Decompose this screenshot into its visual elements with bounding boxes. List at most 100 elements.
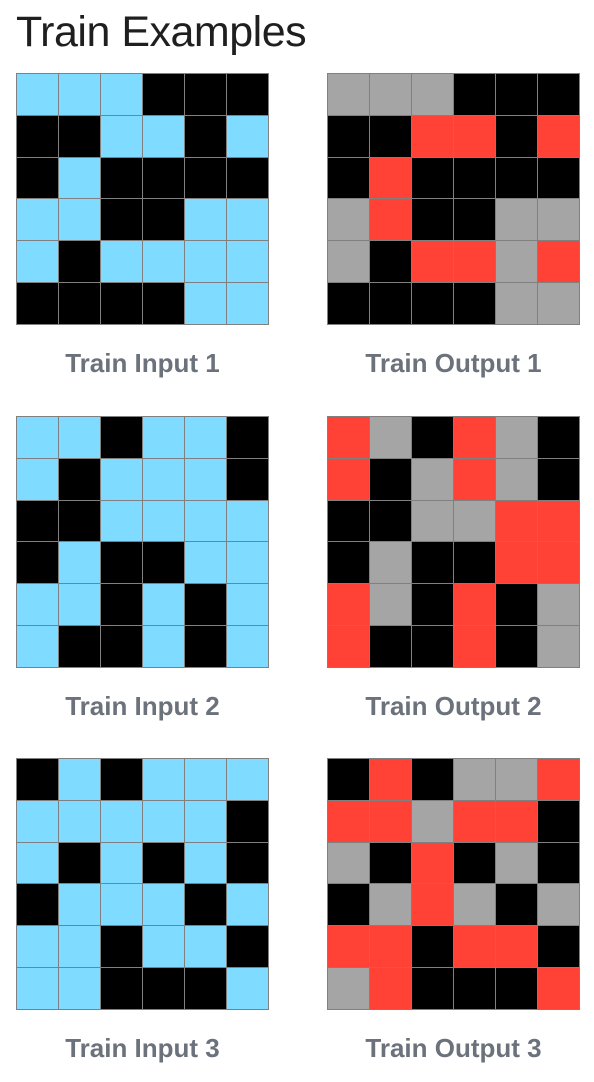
grid-cell [454, 842, 495, 884]
grid-cell [185, 74, 226, 115]
grid-cell [59, 417, 100, 458]
grid-cell [143, 884, 184, 926]
grid-cell [370, 626, 411, 667]
grid-cell [454, 417, 495, 458]
grid-cell [496, 968, 537, 1009]
grid-cell [412, 800, 453, 842]
grid-cell [496, 115, 537, 157]
grid-cell [143, 842, 184, 884]
grid-cell [370, 74, 411, 115]
grid-cell [59, 968, 100, 1009]
grid-cell [17, 199, 58, 241]
grid-cell [412, 283, 453, 324]
grid-cell [370, 115, 411, 157]
grid-cell [370, 800, 411, 842]
grid-cell [227, 417, 268, 458]
grid-cell [538, 500, 579, 542]
grid-cell [227, 759, 268, 800]
grid-cell [454, 458, 495, 500]
page-title: Train Examples [16, 8, 307, 56]
grid-cell [185, 800, 226, 842]
train-input-1-grid [16, 73, 269, 325]
grid-cell [143, 157, 184, 199]
grid-cell [185, 626, 226, 667]
grid-cell [538, 884, 579, 926]
grid-cell [227, 157, 268, 199]
grid-cell [412, 74, 453, 115]
train-output-2-label: Train Output 2 [365, 691, 542, 721]
train-output-1-grid [327, 73, 580, 325]
grid-cell [227, 926, 268, 968]
grid-cell [17, 115, 58, 157]
grid-cell [59, 884, 100, 926]
grid-cell [17, 417, 58, 458]
grid-cell [59, 74, 100, 115]
grid-cell [538, 542, 579, 584]
grid-cell [101, 759, 142, 800]
grid-cell [17, 157, 58, 199]
grid-cell [143, 542, 184, 584]
grid-cell [17, 626, 58, 667]
grid-cell [227, 500, 268, 542]
grid-cell [17, 842, 58, 884]
grid-cell [328, 199, 369, 241]
grid-cell [143, 115, 184, 157]
grid-cell [538, 926, 579, 968]
grid-cell [370, 157, 411, 199]
grid-cell [101, 542, 142, 584]
grid-cell [538, 759, 579, 800]
grid-cell [370, 458, 411, 500]
train-input-2-panel: Train Input 2 [16, 416, 269, 722]
grid-cell [227, 74, 268, 115]
grid-cell [143, 800, 184, 842]
grid-cell [496, 500, 537, 542]
grid-cell [412, 884, 453, 926]
grid-cell [454, 542, 495, 584]
train-output-3-grid [327, 758, 580, 1010]
grid-cell [185, 458, 226, 500]
train-input-3-grid [16, 758, 269, 1010]
grid-cell [454, 199, 495, 241]
grid-cell [143, 417, 184, 458]
grid-cell [496, 74, 537, 115]
grid-cell [17, 500, 58, 542]
grid-cell [101, 500, 142, 542]
grid-cell [101, 157, 142, 199]
grid-cell [370, 884, 411, 926]
grid-cell [59, 759, 100, 800]
grid-cell [59, 458, 100, 500]
grid-cell [328, 241, 369, 283]
grid-cell [101, 926, 142, 968]
grid-cell [17, 584, 58, 626]
grid-cell [227, 584, 268, 626]
grid-cell [496, 417, 537, 458]
grid-cell [328, 626, 369, 667]
grid-cell [59, 626, 100, 667]
grid-cell [143, 926, 184, 968]
grid-cell [328, 458, 369, 500]
grid-cell [59, 199, 100, 241]
grid-cell [412, 199, 453, 241]
grid-cell [412, 926, 453, 968]
grid-cell [227, 115, 268, 157]
grid-cell [454, 241, 495, 283]
grid-cell [328, 417, 369, 458]
grid-cell [412, 626, 453, 667]
grid-cell [59, 926, 100, 968]
grid-cell [538, 417, 579, 458]
grid-cell [185, 842, 226, 884]
grid-cell [496, 542, 537, 584]
grid-cell [101, 968, 142, 1009]
grid-cell [59, 542, 100, 584]
grid-cell [101, 417, 142, 458]
grid-cell [412, 157, 453, 199]
grid-cell [227, 283, 268, 324]
grid-cell [143, 968, 184, 1009]
grid-cell [17, 884, 58, 926]
train-input-2-label: Train Input 2 [65, 691, 220, 721]
grid-cell [227, 968, 268, 1009]
train-input-1-panel: Train Input 1 [16, 73, 269, 379]
train-input-1-label: Train Input 1 [65, 348, 220, 378]
grid-cell [538, 458, 579, 500]
grid-cell [185, 115, 226, 157]
